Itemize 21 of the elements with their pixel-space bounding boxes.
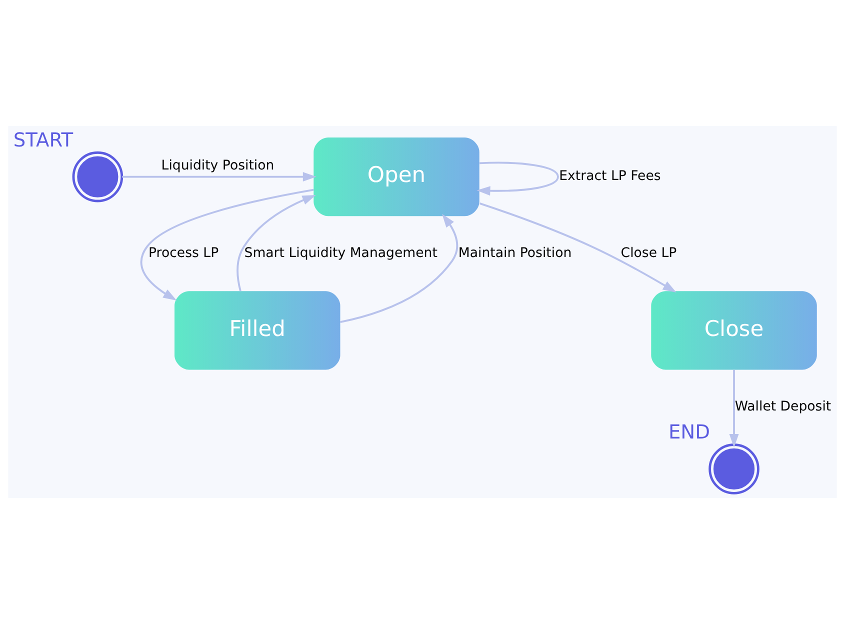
node-box: Open [314, 137, 480, 216]
node-box: Close [651, 290, 817, 370]
edge-label: Liquidity Position [161, 158, 274, 173]
arrow [122, 172, 316, 182]
node-box: Filled [174, 290, 340, 370]
edge-label: Maintain Position [458, 246, 572, 261]
edge-label: Wallet Deposit [734, 399, 832, 414]
edge-label: Process LP [148, 246, 219, 261]
edge-label: Close LP [620, 246, 677, 261]
node-circle [708, 443, 760, 494]
arrow [480, 202, 676, 292]
node-label: START [13, 128, 74, 151]
edge-label: Smart Liquidity Management [244, 246, 438, 261]
arrow [476, 161, 559, 196]
edge-label: Extract LP Fees [559, 168, 661, 184]
arrow [236, 194, 316, 291]
arrow [140, 188, 314, 300]
node-label: END [668, 420, 710, 443]
arrow [729, 369, 739, 448]
node-circle [72, 150, 124, 202]
arrow [340, 213, 458, 323]
